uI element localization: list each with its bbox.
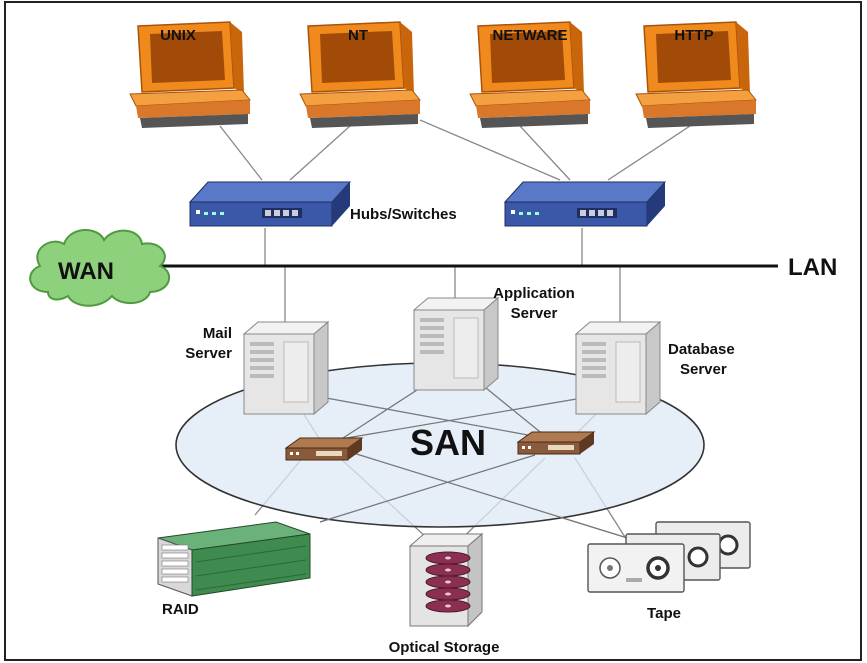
hubs-label: Hubs/Switches [350,206,457,223]
terminal-http-label: HTTP [674,27,713,44]
application-server [413,297,499,391]
san-link-f [319,454,536,523]
link-netware-hub2 [519,125,571,181]
link-unix-hub1 [219,125,263,181]
database-server-label-line2: Server [680,361,727,378]
optical-storage-label: Optical Storage [389,639,500,656]
terminal-unix-label: UNIX [160,27,196,44]
hub-switch-1 [189,181,351,227]
raid-array [157,521,311,597]
terminal-netware-label: NETWARE [493,27,568,44]
application-server-label-line1: Application [493,285,575,302]
mail-server [243,321,329,415]
lan-label: LAN [788,254,837,281]
tape-label: Tape [647,605,681,622]
san-link-b [334,394,601,441]
link-http-hub2 [607,125,691,181]
tape-drives [587,521,751,593]
application-server-label-line2: Server [511,305,558,322]
san-link-a [309,394,556,441]
raid-label: RAID [162,601,199,618]
diagram-frame [4,1,862,661]
terminal-nt-label: NT [348,27,368,44]
mail-server-label-line1: Mail [203,325,232,342]
wan-label: WAN [58,258,114,285]
san-label: SAN [410,422,486,463]
link-nt-hub2 [419,119,561,181]
san-switch-1 [285,437,363,461]
hub-switch-2 [504,181,666,227]
database-server [575,321,661,415]
link-nt-hub1 [289,125,351,181]
wan-cloud: WAN [29,229,171,307]
database-server-label-line1: Database [668,341,735,358]
mail-server-label-line2: Server [185,345,232,362]
san-switch-2 [517,431,595,455]
optical-storage [408,532,484,628]
san-link-e [349,451,651,546]
